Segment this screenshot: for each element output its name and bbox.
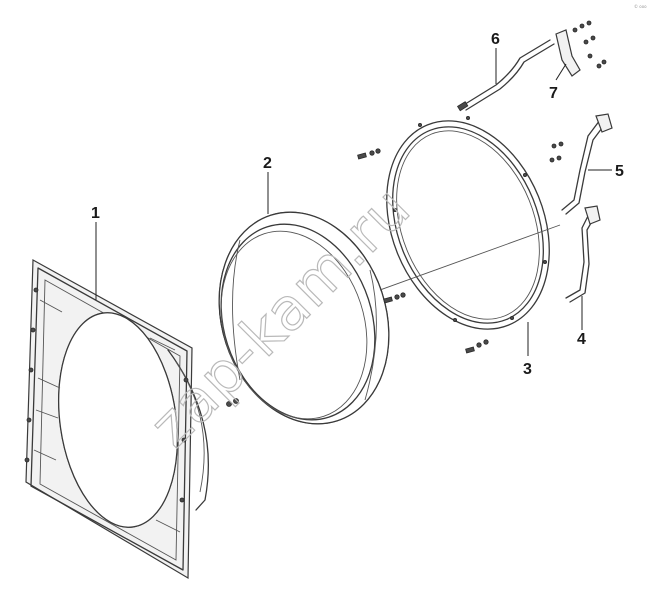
callout-5: 5 — [588, 163, 624, 180]
corner-mark: © ooo — [634, 4, 647, 9]
mounting-bracket — [555, 20, 607, 77]
callout-2: 2 — [263, 155, 272, 214]
callout-7: 7 — [549, 63, 567, 102]
shroud-holes — [24, 287, 189, 503]
top-support-rod — [456, 39, 555, 112]
fan-shroud — [24, 258, 239, 580]
svg-text:4: 4 — [577, 331, 586, 348]
svg-text:7: 7 — [549, 85, 558, 102]
callout-1: 1 — [91, 205, 100, 300]
svg-text:1: 1 — [91, 205, 100, 222]
mounting-bolts — [357, 148, 489, 354]
svg-text:2: 2 — [263, 155, 272, 172]
lower-support-tube — [565, 205, 601, 303]
callout-6: 6 — [491, 31, 500, 84]
shroud-ring — [218, 211, 390, 425]
mounting-ring — [357, 116, 561, 354]
callout-3: 3 — [523, 322, 532, 378]
svg-text:3: 3 — [523, 361, 532, 378]
callout-4: 4 — [577, 296, 586, 348]
upper-support-tube — [549, 113, 613, 215]
svg-text:5: 5 — [615, 163, 624, 180]
svg-text:6: 6 — [491, 31, 500, 48]
